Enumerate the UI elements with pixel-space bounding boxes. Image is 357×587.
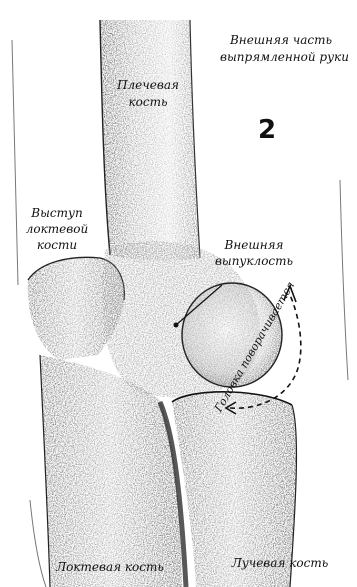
- epicondyle-dot: [174, 323, 179, 328]
- ulna-label: Локтевая кость: [56, 560, 164, 574]
- radius-label: Лучевая кость: [226, 556, 334, 570]
- panel-number: 2: [258, 115, 276, 145]
- title-line-1: Внешняя часть: [222, 33, 340, 47]
- humerus-bone: [100, 20, 200, 261]
- epicondyle-label-1: Внешняя: [214, 238, 294, 252]
- olecranon-label-1: Выступ: [22, 206, 92, 220]
- olecranon-label-3: кости: [22, 238, 92, 252]
- humerus-label-1: Плечевая: [112, 78, 184, 92]
- humerus-label-2: кость: [112, 95, 184, 109]
- title-line-2: выпрямленной руки: [212, 50, 357, 64]
- olecranon-label-2: локтевой: [22, 222, 92, 236]
- epicondyle-label-2: выпуклость: [214, 254, 294, 268]
